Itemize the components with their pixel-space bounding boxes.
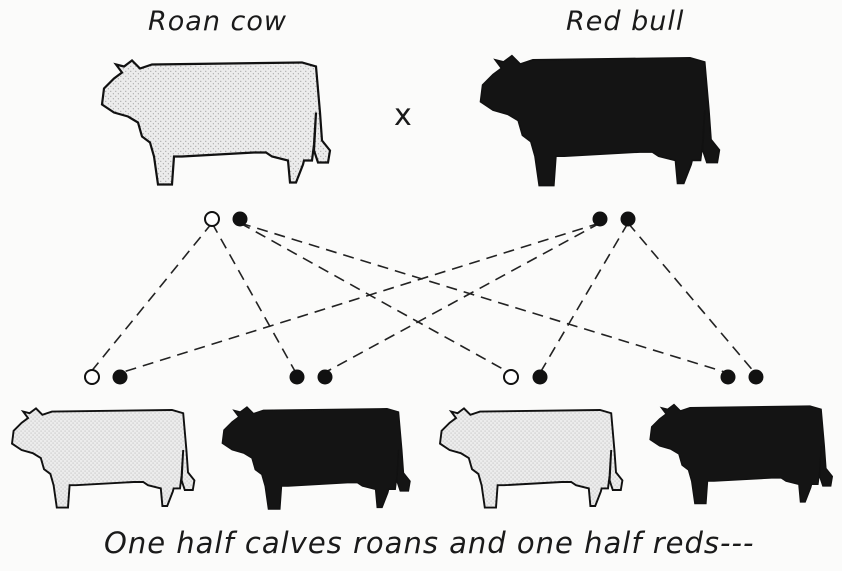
roan-gene-marker — [503, 369, 519, 385]
roan-gene-marker — [84, 369, 100, 385]
red-gene-marker — [720, 369, 736, 385]
red-calf-figure — [221, 406, 411, 510]
red-gene-marker — [748, 369, 764, 385]
red-bull-figure — [479, 54, 721, 187]
red-gene-marker — [592, 211, 608, 227]
red-gene-marker — [532, 369, 548, 385]
roan-calf-figure — [439, 407, 624, 509]
red-gene-marker — [232, 211, 248, 227]
roan-cow-label: Roan cow — [148, 6, 287, 37]
caption: One half calves roans and one half reds-… — [104, 526, 755, 560]
roan-gene-marker — [204, 211, 220, 227]
red-gene-marker — [112, 369, 128, 385]
inheritance-lines — [89, 222, 756, 374]
red-gene-marker — [289, 369, 305, 385]
red-gene-marker — [620, 211, 636, 227]
red-bull-label: Red bull — [566, 6, 685, 37]
roan-cow-figure — [100, 59, 332, 186]
cross-symbol: x — [394, 98, 412, 133]
offspring-gene-markers — [84, 369, 764, 385]
red-calf-figure — [649, 403, 834, 505]
red-gene-marker — [317, 369, 333, 385]
roan-calf-figure — [11, 407, 196, 509]
parent-gene-markers — [204, 211, 636, 227]
